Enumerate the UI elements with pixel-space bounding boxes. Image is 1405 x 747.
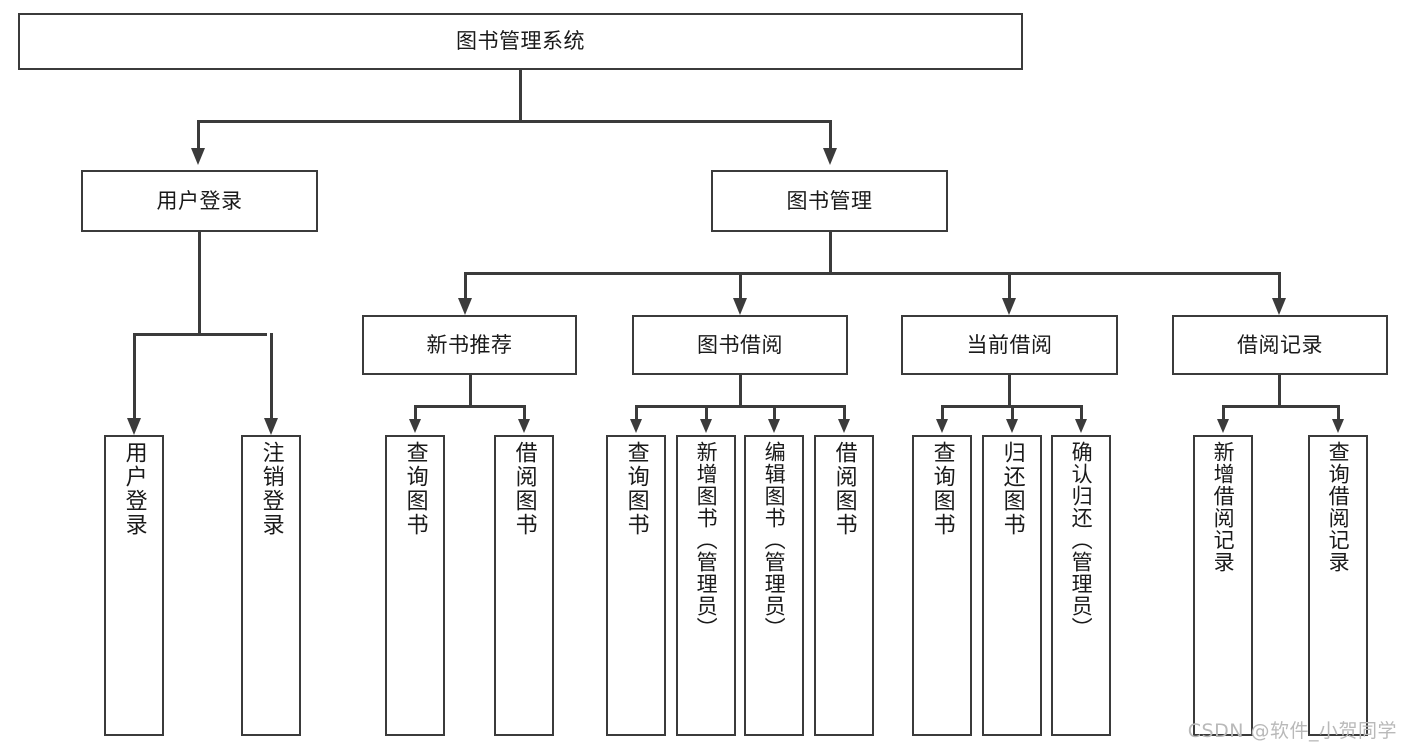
arrowhead-borrow-record — [1272, 298, 1286, 315]
csdn-watermark: CSDN @软件_小贺同学 — [1187, 720, 1397, 742]
node-leaf-return-book[interactable]: 归还图书 — [982, 435, 1042, 736]
node-label: 图书借阅 — [697, 332, 783, 357]
node-leaf-borrow-book-1[interactable]: 借阅图书 — [494, 435, 554, 736]
arrowhead-add-book — [700, 419, 712, 433]
arrowhead-current-borrow — [1002, 298, 1016, 315]
arrowhead-query-record — [1332, 419, 1344, 433]
arrowhead-return-book — [1006, 419, 1018, 433]
connector-book-borrow-stem — [739, 375, 742, 407]
arrowhead-user-login — [191, 148, 205, 165]
node-label: 借阅图书 — [831, 441, 857, 537]
node-label: 归还图书 — [999, 441, 1025, 537]
node-current-borrow[interactable]: 当前借阅 — [901, 315, 1118, 375]
node-label: 查询图书 — [929, 441, 955, 537]
arrowhead-new-book-recommend — [458, 298, 472, 315]
arrowhead-leaf-logout — [264, 418, 278, 435]
arrowhead-edit-book — [768, 419, 780, 433]
node-leaf-query-record[interactable]: 查询借阅记录 — [1308, 435, 1368, 736]
node-label: 查询借阅记录 — [1326, 441, 1351, 573]
connector-root-stem — [519, 70, 522, 122]
connector-book-manage-stem — [829, 232, 832, 274]
arrowhead-borrow-book-2 — [838, 419, 850, 433]
connector-drop-query-book-3 — [941, 405, 944, 421]
connector-drop-confirm-return — [1080, 405, 1083, 421]
node-new-book-recommend[interactable]: 新书推荐 — [362, 315, 577, 375]
node-leaf-query-book-2[interactable]: 查询图书 — [606, 435, 666, 736]
connector-drop-leaf-user-login — [133, 333, 136, 420]
node-leaf-query-book-1[interactable]: 查询图书 — [385, 435, 445, 736]
node-label: 借阅记录 — [1237, 332, 1323, 357]
node-book-management[interactable]: 图书管理 — [711, 170, 948, 232]
node-label: 注销登录 — [258, 441, 284, 537]
node-label: 新增图书（管理员） — [694, 441, 719, 639]
node-label: 查询图书 — [402, 441, 428, 537]
node-label: 编辑图书（管理员） — [762, 441, 787, 639]
connector-user-login-stem — [198, 232, 201, 335]
connector-drop-query-record — [1337, 405, 1340, 421]
arrowhead-query-book-3 — [936, 419, 948, 433]
node-label: 新增借阅记录 — [1211, 441, 1236, 573]
connector-new-book-stem — [469, 375, 472, 407]
connector-book-manage-bar — [464, 272, 1280, 275]
arrowhead-leaf-user-login — [127, 418, 141, 435]
connector-drop-book-manage — [829, 120, 832, 150]
node-label: 图书管理 — [786, 188, 873, 213]
node-label: 用户登录 — [156, 188, 243, 213]
connector-current-borrow-stem — [1008, 375, 1011, 407]
connector-drop-borrow-book-1 — [523, 405, 526, 421]
connector-drop-book-borrow — [739, 272, 742, 300]
arrowhead-confirm-return — [1075, 419, 1087, 433]
connector-new-book-bar — [414, 405, 525, 408]
connector-root-bar — [197, 120, 832, 123]
node-leaf-add-book[interactable]: 新增图书（管理员） — [676, 435, 736, 736]
node-leaf-edit-book[interactable]: 编辑图书（管理员） — [744, 435, 804, 736]
connector-drop-borrow-book-2 — [843, 405, 846, 421]
arrowhead-book-manage — [823, 148, 837, 165]
node-leaf-logout-login[interactable]: 注销登录 — [241, 435, 301, 736]
arrowhead-book-borrow — [733, 298, 747, 315]
node-label: 查询图书 — [623, 441, 649, 537]
node-leaf-user-login[interactable]: 用户登录 — [104, 435, 164, 736]
arrowhead-borrow-book-1 — [518, 419, 530, 433]
node-leaf-add-record[interactable]: 新增借阅记录 — [1193, 435, 1253, 736]
connector-drop-borrow-record — [1278, 272, 1281, 300]
connector-drop-query-book-2 — [635, 405, 638, 421]
connector-borrow-record-stem — [1278, 375, 1281, 407]
node-book-borrow[interactable]: 图书借阅 — [632, 315, 848, 375]
arrowhead-query-book-2 — [630, 419, 642, 433]
node-label: 借阅图书 — [511, 441, 537, 537]
connector-drop-new-book — [464, 272, 467, 300]
node-label: 当前借阅 — [966, 332, 1053, 357]
connector-borrow-record-bar — [1222, 405, 1339, 408]
node-label: 新书推荐 — [426, 332, 513, 357]
connector-drop-return-book — [1011, 405, 1014, 421]
node-label: 确认归还（管理员） — [1069, 441, 1094, 639]
arrowhead-add-record — [1217, 419, 1229, 433]
node-user-login[interactable]: 用户登录 — [81, 170, 318, 232]
node-leaf-confirm-return[interactable]: 确认归还（管理员） — [1051, 435, 1111, 736]
connector-drop-edit-book — [773, 405, 776, 421]
node-borrow-record[interactable]: 借阅记录 — [1172, 315, 1388, 375]
connector-drop-user-login — [197, 120, 200, 150]
connector-drop-query-book-1 — [414, 405, 417, 421]
connector-drop-add-record — [1222, 405, 1225, 421]
node-root-book-management-system[interactable]: 图书管理系统 — [18, 13, 1023, 70]
connector-user-login-bar — [133, 333, 267, 336]
arrowhead-query-book-1 — [409, 419, 421, 433]
connector-drop-leaf-logout — [270, 333, 273, 420]
connector-book-borrow-bar — [635, 405, 846, 408]
node-label: 用户登录 — [121, 441, 147, 537]
node-label: 图书管理系统 — [456, 29, 585, 54]
node-leaf-query-book-3[interactable]: 查询图书 — [912, 435, 972, 736]
node-leaf-borrow-book-2[interactable]: 借阅图书 — [814, 435, 874, 736]
connector-drop-current-borrow — [1008, 272, 1011, 300]
connector-drop-add-book — [705, 405, 708, 421]
